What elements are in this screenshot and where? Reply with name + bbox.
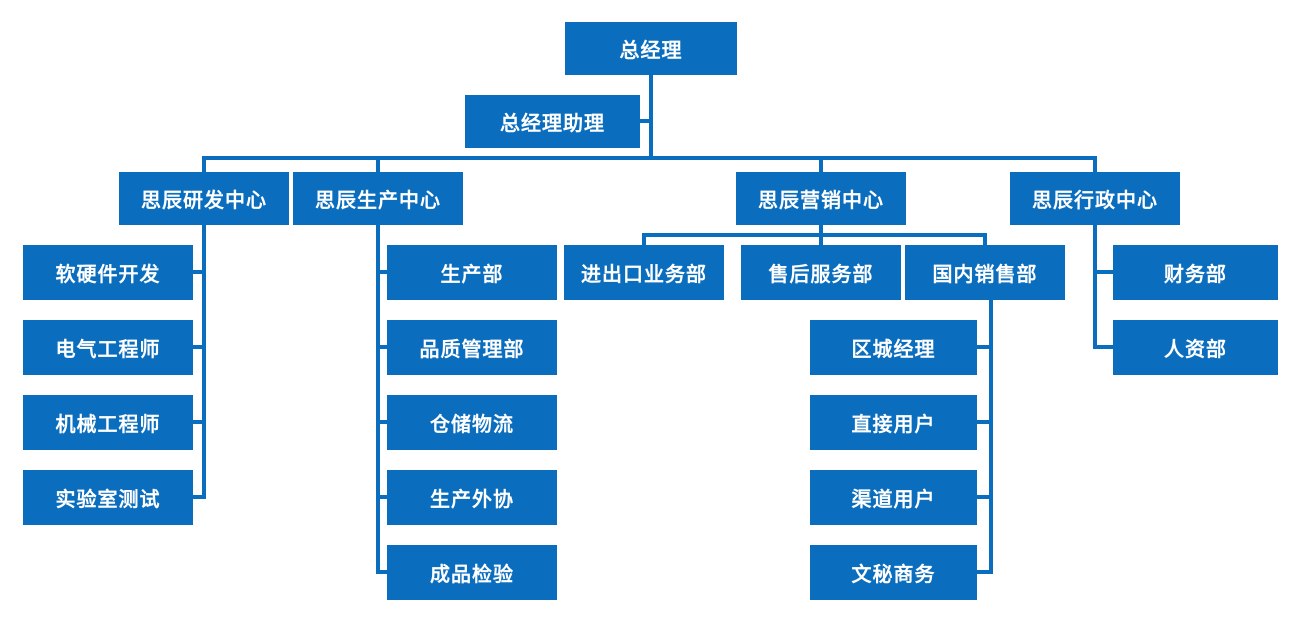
connector-line xyxy=(983,237,987,245)
connector-line xyxy=(376,160,380,172)
org-node-quality-mgmt-dept[interactable]: 品质管理部 xyxy=(387,320,557,375)
org-node-software-hardware-dev[interactable]: 软硬件开发 xyxy=(23,245,193,300)
org-node-finished-inspection[interactable]: 成品检验 xyxy=(387,545,557,600)
connector-line xyxy=(977,345,989,349)
connector-line xyxy=(977,570,989,574)
connector-line xyxy=(193,270,206,274)
connector-line xyxy=(376,225,380,574)
connector-line xyxy=(193,495,206,499)
org-node-lab-testing[interactable]: 实验室测试 xyxy=(23,470,193,525)
connector-line xyxy=(193,420,206,424)
connector-line xyxy=(1097,270,1113,274)
connector-line xyxy=(378,270,389,274)
connector-line xyxy=(193,345,206,349)
connector-line xyxy=(202,225,206,499)
connector-line xyxy=(1097,345,1113,349)
org-node-hr-dept[interactable]: 人资部 xyxy=(1113,320,1278,375)
org-node-import-export-dept[interactable]: 进出口业务部 xyxy=(564,245,724,300)
org-node-after-sales-dept[interactable]: 售后服务部 xyxy=(741,245,901,300)
org-node-production-center[interactable]: 思辰生产中心 xyxy=(293,172,463,225)
org-node-secretary-business[interactable]: 文秘商务 xyxy=(810,545,977,600)
connector-line xyxy=(378,345,389,349)
connector-line xyxy=(378,420,389,424)
connector-line xyxy=(202,160,206,172)
org-node-marketing-center[interactable]: 思辰营销中心 xyxy=(736,172,906,225)
connector-line xyxy=(378,495,389,499)
connector-line xyxy=(642,233,987,237)
connector-line xyxy=(202,156,1097,160)
org-node-regional-manager[interactable]: 区城经理 xyxy=(810,320,977,375)
org-node-production-dept[interactable]: 生产部 xyxy=(387,245,557,300)
org-node-domestic-sales-dept[interactable]: 国内销售部 xyxy=(905,245,1065,300)
org-node-gm-assistant[interactable]: 总经理助理 xyxy=(465,95,640,148)
org-node-direct-users[interactable]: 直接用户 xyxy=(810,395,977,450)
connector-line xyxy=(977,420,989,424)
org-node-rd-center[interactable]: 思辰研发中心 xyxy=(119,172,289,225)
org-node-electrical-engineer[interactable]: 电气工程师 xyxy=(23,320,193,375)
org-node-gm[interactable]: 总经理 xyxy=(565,22,737,75)
connector-line xyxy=(989,300,993,574)
connector-line xyxy=(819,237,823,245)
connector-line xyxy=(642,237,646,245)
org-node-admin-center[interactable]: 思辰行政中心 xyxy=(1010,172,1180,225)
org-node-production-outsourcing[interactable]: 生产外协 xyxy=(387,470,557,525)
org-node-warehouse-logistics[interactable]: 仓储物流 xyxy=(387,395,557,450)
org-node-finance-dept[interactable]: 财务部 xyxy=(1113,245,1278,300)
connector-line xyxy=(819,225,823,233)
connector-line xyxy=(1093,225,1097,349)
org-node-mechanical-engineer[interactable]: 机械工程师 xyxy=(23,395,193,450)
connector-line xyxy=(640,119,649,123)
org-node-channel-users[interactable]: 渠道用户 xyxy=(810,470,977,525)
connector-line xyxy=(649,75,653,160)
connector-line xyxy=(819,160,823,172)
connector-line xyxy=(1093,160,1097,172)
connector-line xyxy=(977,495,989,499)
connector-line xyxy=(378,570,389,574)
